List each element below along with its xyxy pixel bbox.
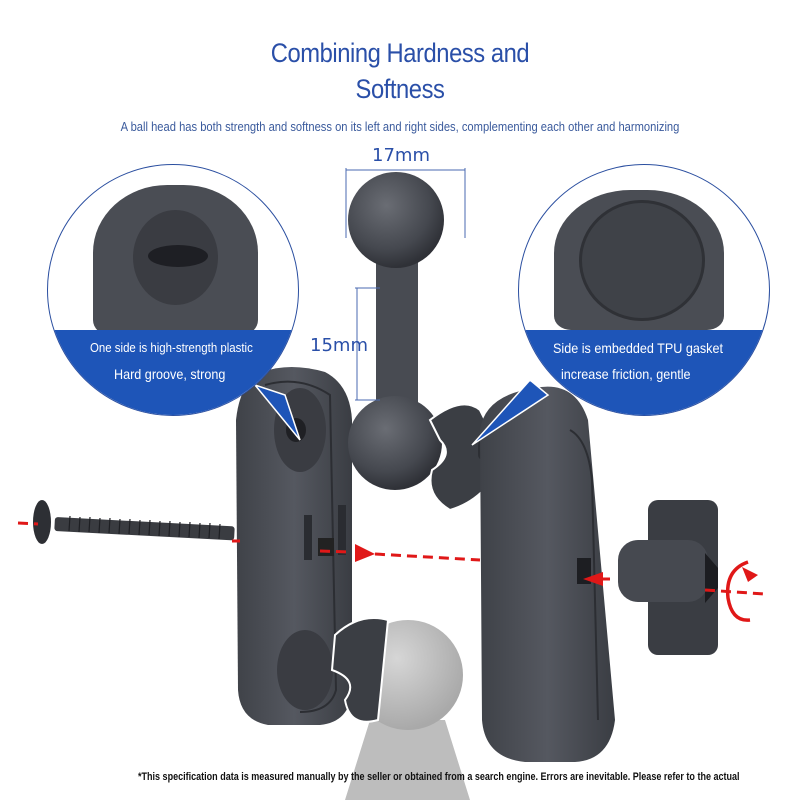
right-arm-tpu-side — [480, 386, 615, 762]
left-callout-circle: One side is high-strength plastic Hard g… — [47, 164, 299, 416]
bolt — [33, 500, 235, 544]
right-callout-circle: Side is embedded TPU gasket increase fri… — [518, 164, 770, 416]
double-ball-connector — [348, 172, 444, 490]
arrow-left-icon — [583, 572, 603, 586]
arrow-right-icon — [355, 544, 375, 562]
right-callout-line-2: increase friction, gentle — [561, 366, 691, 382]
thumb-knob — [618, 500, 718, 655]
page-title-line-2: Softness — [355, 74, 445, 104]
disclaimer-footnote: *This specification data is measured man… — [138, 771, 740, 783]
left-callout-line-1: One side is high-strength plastic — [90, 340, 253, 355]
neck-length-label: 15mm — [310, 335, 368, 356]
tpu-gasket-closeup — [554, 190, 724, 330]
page-subtitle: A ball head has both strength and softne… — [120, 119, 680, 134]
rotate-clockwise-icon — [725, 560, 758, 622]
left-callout-band — [48, 330, 298, 415]
left-arm-hard-plastic — [236, 367, 352, 725]
dimension-lines — [345, 168, 466, 401]
hard-groove-closeup — [93, 185, 258, 335]
tpu-gasket-bottom — [330, 616, 390, 723]
ball-diameter-label: 17mm — [372, 145, 430, 166]
page-title-line-1: Combining Hardness and — [270, 38, 530, 68]
left-callout-line-2: Hard groove, strong — [114, 366, 226, 382]
right-callout-line-1: Side is embedded TPU gasket — [553, 340, 723, 356]
right-callout-band — [519, 330, 769, 415]
